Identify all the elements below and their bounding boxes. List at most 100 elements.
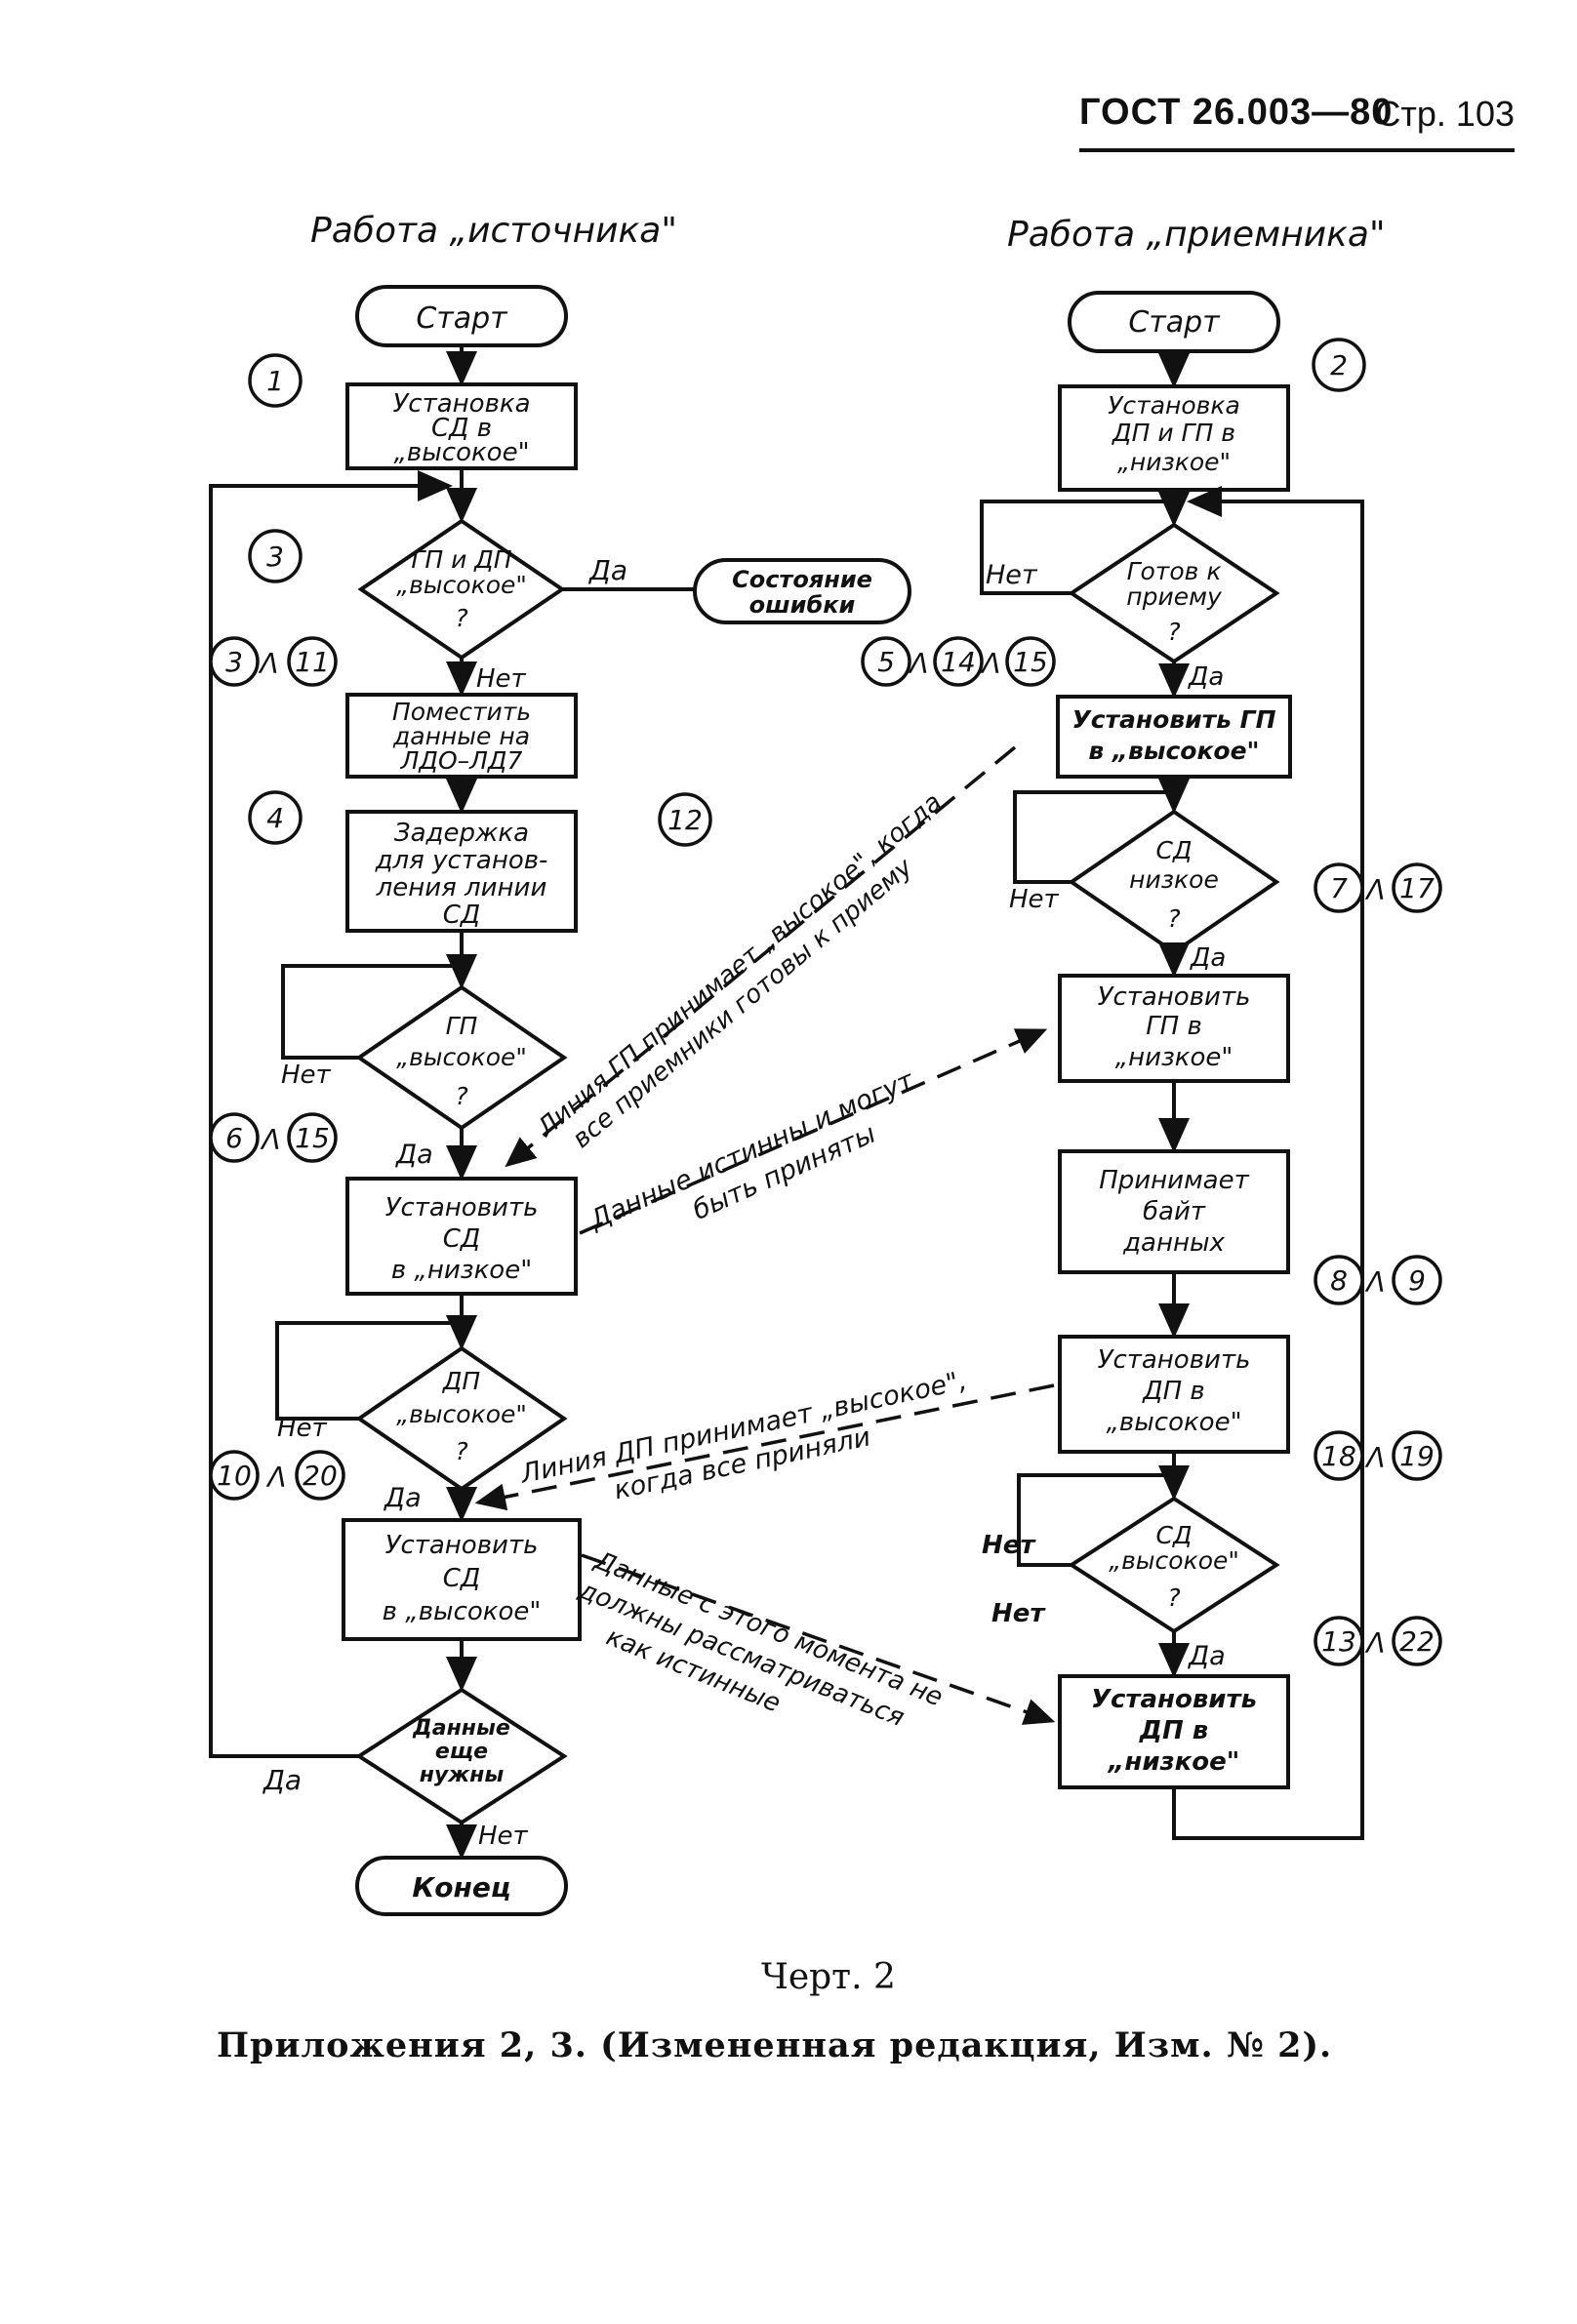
receiver-set-gp-low-box (1058, 974, 1290, 1083)
gp-line-annotation: Линия ГП принимает „высокое", когда все … (531, 787, 948, 1154)
flowchart: Работа „источника" Работа „приемника" Ст… (209, 211, 1442, 1916)
svg-text:нужны: нужны (420, 1763, 505, 1787)
svg-text:18: 18 (1321, 1440, 1356, 1472)
svg-text:в „низкое": в „низкое" (391, 1256, 532, 1285)
source-set-sd-high-box (345, 382, 578, 470)
svg-text:Установить: Установить (1098, 982, 1251, 1012)
step-circle-3 (248, 529, 303, 583)
svg-text:„высокое": „высокое" (396, 1043, 527, 1071)
svg-text:3: 3 (266, 541, 284, 573)
svg-text:Готов к: Готов к (1127, 557, 1222, 585)
svg-text:13: 13 (1321, 1625, 1356, 1658)
svg-text:Состояние: Состояние (732, 566, 872, 593)
svg-text:11: 11 (295, 646, 330, 678)
page-header: ГОСТ 26.003—80 Стр. 103 (1079, 90, 1515, 152)
svg-text:„высокое": „высокое" (393, 438, 529, 467)
svg-text:Λ: Λ (1364, 1442, 1385, 1474)
source-more-yes: Да (262, 1764, 302, 1796)
step-circle-4 (248, 790, 303, 845)
receiver-start-label: Старт (1128, 305, 1221, 340)
svg-text:22: 22 (1399, 1625, 1435, 1658)
receiver-set-dp-high-box (1058, 1335, 1290, 1454)
source-end-terminal (355, 1856, 568, 1916)
source-end-label: Конец (412, 1871, 510, 1903)
svg-text:?: ? (455, 1082, 467, 1110)
svg-text:в „высокое": в „высокое" (1088, 737, 1259, 765)
svg-text:ДП в: ДП в (1142, 1377, 1204, 1406)
svg-text:Данные: Данные (412, 1716, 510, 1741)
svg-text:ГП в: ГП в (1146, 1012, 1202, 1041)
svg-text:Установить: Установить (385, 1531, 539, 1560)
svg-text:СД: СД (443, 901, 480, 930)
svg-text:Задержка: Задержка (394, 819, 529, 848)
svg-text:ГП: ГП (446, 1012, 478, 1040)
svg-text:низкое: низкое (1129, 865, 1219, 894)
svg-text:данных: данных (1122, 1228, 1225, 1258)
svg-text:СД: СД (1156, 836, 1193, 864)
receiver-set-gp-high-box (1056, 695, 1292, 779)
svg-text:еще: еще (435, 1740, 488, 1764)
step-circle-2 (1312, 338, 1366, 392)
svg-text:Λ: Λ (1364, 1266, 1385, 1299)
svg-text:Λ: Λ (1364, 1627, 1385, 1660)
svg-text:Установка: Установка (1108, 391, 1240, 420)
svg-text:„высокое": „высокое" (1106, 1408, 1241, 1437)
svg-text:ГП и ДП: ГП и ДП (411, 545, 511, 574)
svg-text:15: 15 (295, 1122, 330, 1154)
receiver-sd-high-no-2: Нет (991, 1599, 1046, 1628)
svg-text:для установ-: для установ- (375, 846, 548, 875)
source-set-sd-low-box (345, 1177, 578, 1296)
receiver-ready-yes: Да (1188, 662, 1224, 692)
svg-text:ЛДО–ЛД7: ЛДО–ЛД7 (400, 746, 523, 775)
svg-text:2: 2 (1330, 349, 1348, 381)
svg-text:в „высокое": в „высокое" (383, 1597, 542, 1626)
svg-text:СД в: СД в (431, 414, 492, 443)
receiver-set-dp-low-box (1058, 1674, 1290, 1789)
source-dp-no: Нет (277, 1414, 328, 1443)
step-circle-1 (248, 353, 303, 408)
svg-text:19: 19 (1399, 1440, 1435, 1472)
svg-text:3: 3 (225, 646, 243, 678)
source-check-no: Нет (476, 664, 527, 694)
svg-text:Λ: Λ (258, 648, 278, 680)
svg-text:Λ: Λ (980, 648, 1000, 680)
receiver-sd-low-yes: Да (1190, 943, 1226, 973)
svg-text:данные на: данные на (392, 722, 530, 750)
svg-text:„высокое": „высокое" (396, 571, 527, 599)
svg-text:„низкое": „низкое" (1115, 1043, 1233, 1072)
svg-text:5: 5 (877, 646, 895, 678)
svg-text:ДП: ДП (442, 1367, 481, 1395)
svg-text:СД: СД (443, 1564, 480, 1593)
svg-text:?: ? (455, 1437, 467, 1465)
source-column-title: Работа „источника" (310, 211, 677, 251)
svg-text:„высокое": „высокое" (396, 1400, 527, 1428)
source-set-sd-high2-box (342, 1518, 582, 1641)
svg-text:ДП в: ДП в (1139, 1716, 1208, 1745)
svg-text:СД: СД (1156, 1521, 1193, 1549)
svg-text:Λ: Λ (260, 1124, 280, 1156)
svg-text:Λ: Λ (265, 1462, 286, 1494)
source-more-no: Нет (478, 1822, 529, 1851)
svg-text:?: ? (1167, 618, 1180, 646)
appendix-note: Приложения 2, 3. (Измененная редакция, И… (217, 2025, 1333, 2065)
svg-text:7: 7 (1330, 872, 1348, 904)
receiver-column-title: Работа „приемника" (1007, 215, 1386, 255)
svg-text:приему: приему (1126, 582, 1223, 611)
receiver-sd-high-no: Нет (982, 1531, 1036, 1560)
svg-text:Установить: Установить (385, 1193, 539, 1222)
svg-text:байт: байт (1143, 1197, 1206, 1226)
svg-text:17: 17 (1399, 872, 1435, 904)
svg-text:20: 20 (303, 1460, 338, 1492)
svg-text:15: 15 (1013, 646, 1048, 678)
source-start-label: Старт (416, 301, 508, 336)
receiver-sd-low-no: Нет (1009, 885, 1060, 914)
step-circle-12 (658, 792, 712, 847)
svg-text:6: 6 (225, 1122, 243, 1154)
svg-text:14: 14 (941, 646, 976, 678)
dp-line-annotation: Линия ДП принимает „высокое", когда все … (517, 1366, 970, 1506)
svg-text:4: 4 (266, 802, 284, 834)
source-gp-yes: Да (395, 1140, 433, 1170)
svg-text:10: 10 (217, 1460, 252, 1492)
svg-text:?: ? (1167, 904, 1180, 933)
svg-text:Установка: Установка (392, 389, 530, 419)
